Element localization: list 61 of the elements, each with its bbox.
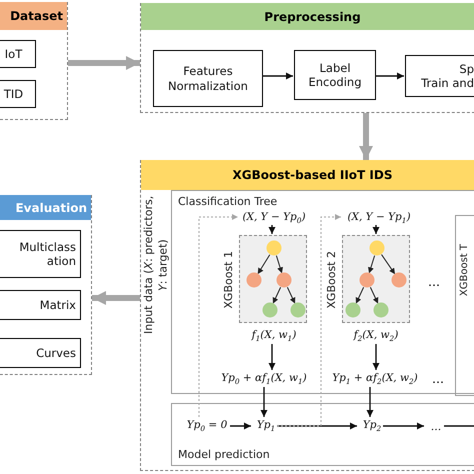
tree-label: XGBoost 1 — [222, 251, 235, 309]
panel-frame — [171, 403, 474, 466]
panel-frame — [171, 190, 474, 394]
section-header: Dataset — [0, 2, 67, 30]
formula: Yp$_{2}$ — [362, 419, 382, 434]
arrow — [276, 214, 342, 426]
process-label: Label Encoding — [308, 60, 362, 90]
panel-title: Model prediction — [178, 448, 270, 461]
tree-label: XGBoost T — [459, 244, 470, 296]
formula: Yp$_{0}$ + αf$_{1}$(X, w$_{1}$) — [221, 372, 307, 387]
arrow — [268, 344, 276, 370]
process-label: Sp — [459, 62, 474, 76]
process-label: Train and — [421, 76, 474, 90]
section-header: Preprocessing — [141, 3, 474, 30]
formula: Yp$_{1}$ — [256, 419, 276, 434]
formula: f$_{2}$(X, w$_{2}$) — [354, 329, 398, 344]
formula: f$_{1}$(X, w$_{1}$) — [252, 329, 296, 344]
process-box — [0, 40, 36, 68]
process-box — [405, 55, 474, 97]
arrow — [230, 422, 251, 430]
section-header: XGBoost-based IIoT IDS — [141, 160, 474, 190]
arrow — [260, 387, 268, 417]
flow-arrow — [359, 113, 373, 160]
dashed-group-frame — [0, 2, 68, 120]
process-label: ation — [46, 254, 76, 268]
formula: (X, Y − Yp$_{0}$) — [242, 210, 306, 226]
process-label: TID — [4, 86, 24, 102]
tree-label: XGBoost 2 — [325, 251, 338, 309]
process-box — [294, 50, 376, 100]
dashed-group-frame — [140, 160, 474, 471]
formula: Yp$_{1}$ + αf$_{2}$(X, w$_{2}$) — [332, 372, 418, 387]
formula: … — [430, 420, 442, 432]
process-label: Matrix — [40, 298, 76, 312]
arrow — [366, 387, 374, 417]
ellipsis: … — [427, 275, 441, 291]
formula: (X, Y − Yp$_{1}$) — [347, 210, 411, 226]
flow-arrow — [68, 56, 140, 70]
process-box — [0, 230, 81, 278]
arrow — [375, 72, 404, 80]
arrow — [277, 422, 357, 430]
process-box — [0, 80, 36, 108]
process-box — [0, 338, 81, 368]
process-label: IoT — [4, 46, 22, 62]
process-label: Features Normalization — [167, 64, 249, 93]
arrow — [262, 72, 293, 80]
process-box — [0, 290, 81, 320]
panel-title: Classification Tree — [178, 195, 278, 208]
arrow — [372, 344, 380, 370]
arrow — [198, 214, 238, 418]
process-label: Curves — [36, 346, 76, 360]
process-box — [153, 50, 263, 107]
flow-arrow — [92, 291, 140, 305]
process-label: Multiclass — [19, 240, 76, 254]
dashed-group-frame — [140, 3, 474, 113]
arrow — [372, 225, 380, 234]
arrow — [268, 225, 276, 234]
section-header: Evaluation — [0, 195, 91, 220]
formula: Yp$_{0}$ = 0 — [186, 419, 228, 434]
ellipsis: … — [431, 372, 445, 388]
dashed-group-frame — [0, 195, 92, 375]
arrow — [383, 422, 424, 430]
